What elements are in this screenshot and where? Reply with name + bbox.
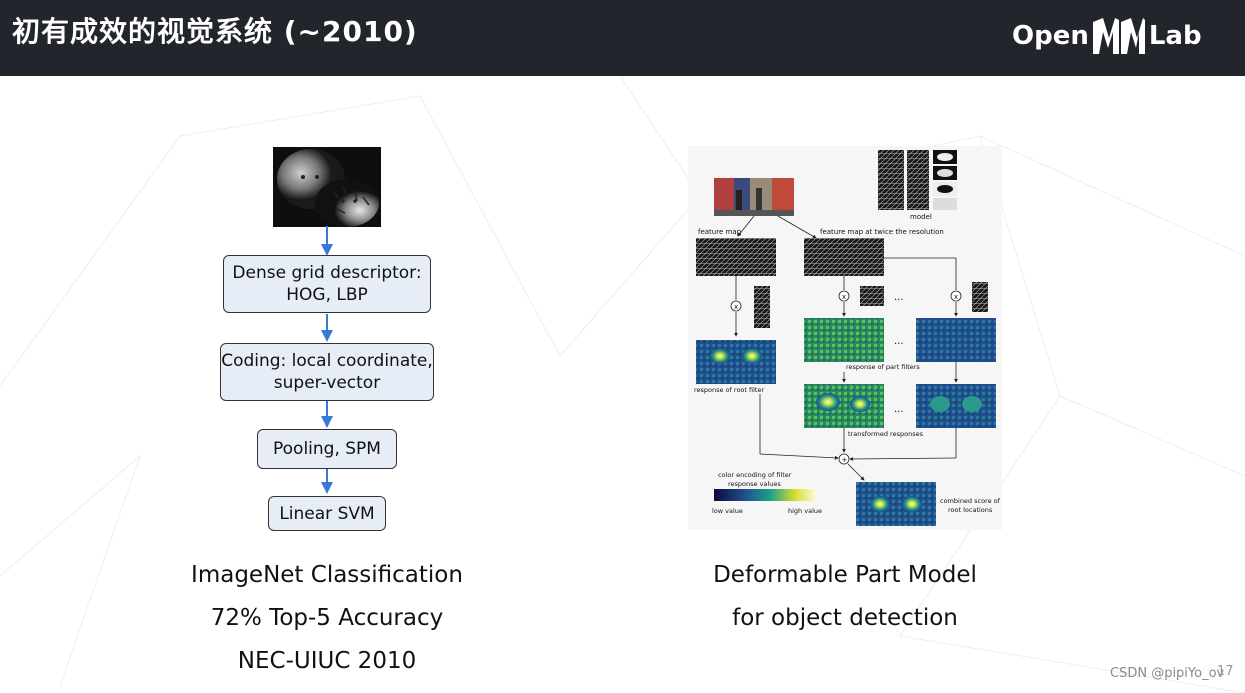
slide-title: 初有成效的视觉系统 (~2010): [12, 15, 418, 48]
part-response-1: [804, 318, 884, 362]
root-response-map: [696, 340, 776, 384]
page-number: 17: [1217, 664, 1234, 679]
part-response-n: [916, 318, 996, 362]
label-color-encoding-2: response values: [728, 480, 781, 488]
multiply-node-part-1: [838, 290, 850, 302]
label-transformed: transformed responses: [848, 430, 924, 438]
transformed-response-1: [804, 384, 884, 428]
label-high-value: high value: [788, 507, 822, 515]
openmmlab-logo: Open Lab: [1012, 16, 1202, 56]
step-coding: Coding: local coordinate, super-vector: [220, 343, 434, 401]
transformed-response-n: [916, 384, 996, 428]
step-pooling: Pooling, SPM: [257, 429, 397, 469]
lion-tiger-photo: [273, 147, 381, 227]
slide-header: 初有成效的视觉系统 (~2010) Open Lab: [0, 0, 1245, 76]
multiply-node-root: [730, 300, 742, 312]
label-combined-2: root locations: [948, 506, 993, 514]
label-low-value: low value: [712, 507, 743, 515]
multiply-node-part-n: [950, 290, 962, 302]
svg-text:...: ...: [894, 404, 904, 415]
root-filter: [754, 286, 770, 328]
sum-node: [838, 453, 850, 465]
label-feature-map-twice: feature map at twice the resolution: [820, 228, 944, 236]
svg-text:x: x: [842, 293, 846, 301]
logo-mm-mark: [1092, 18, 1145, 54]
csdn-watermark: CSDN @pipiYo_ov: [1110, 666, 1225, 681]
label-color-encoding-1: color encoding of filter: [718, 471, 792, 479]
combined-score-map: [856, 482, 936, 526]
svg-text:+: +: [842, 456, 848, 464]
logo-lab-text: Lab: [1148, 21, 1202, 51]
svg-text:x: x: [954, 293, 958, 301]
step-dense-grid-descriptor: Dense grid descriptor: HOG, LBP: [223, 255, 431, 313]
label-response-root: response of root filter: [694, 386, 764, 394]
street-photo: [714, 178, 794, 216]
svg-text:...: ...: [894, 292, 904, 303]
step-linear-svm: Linear SVM: [268, 496, 386, 531]
model-filters: [878, 150, 957, 210]
feature-map-twice-image: [804, 238, 884, 276]
label-combined-1: combined score of: [940, 497, 1001, 505]
part-filter-1: [860, 286, 884, 306]
feature-map-image: [696, 238, 776, 276]
svg-text:...: ...: [894, 336, 904, 347]
part-filter-n: [972, 282, 988, 312]
label-model: model: [910, 213, 932, 221]
label-response-part: response of part filters: [846, 363, 920, 371]
svg-text:x: x: [734, 303, 738, 311]
dpm-diagram: model feature map feature map at twice t…: [688, 146, 1002, 530]
pipeline-arrows: [321, 226, 333, 494]
logo-open-text: Open: [1012, 21, 1089, 51]
imagenet-caption: ImageNet Classification 72% Top-5 Accura…: [191, 562, 463, 674]
label-feature-map: feature map: [698, 228, 742, 236]
dpm-caption: Deformable Part Model for object detecti…: [713, 562, 977, 631]
color-bar: [714, 489, 816, 501]
